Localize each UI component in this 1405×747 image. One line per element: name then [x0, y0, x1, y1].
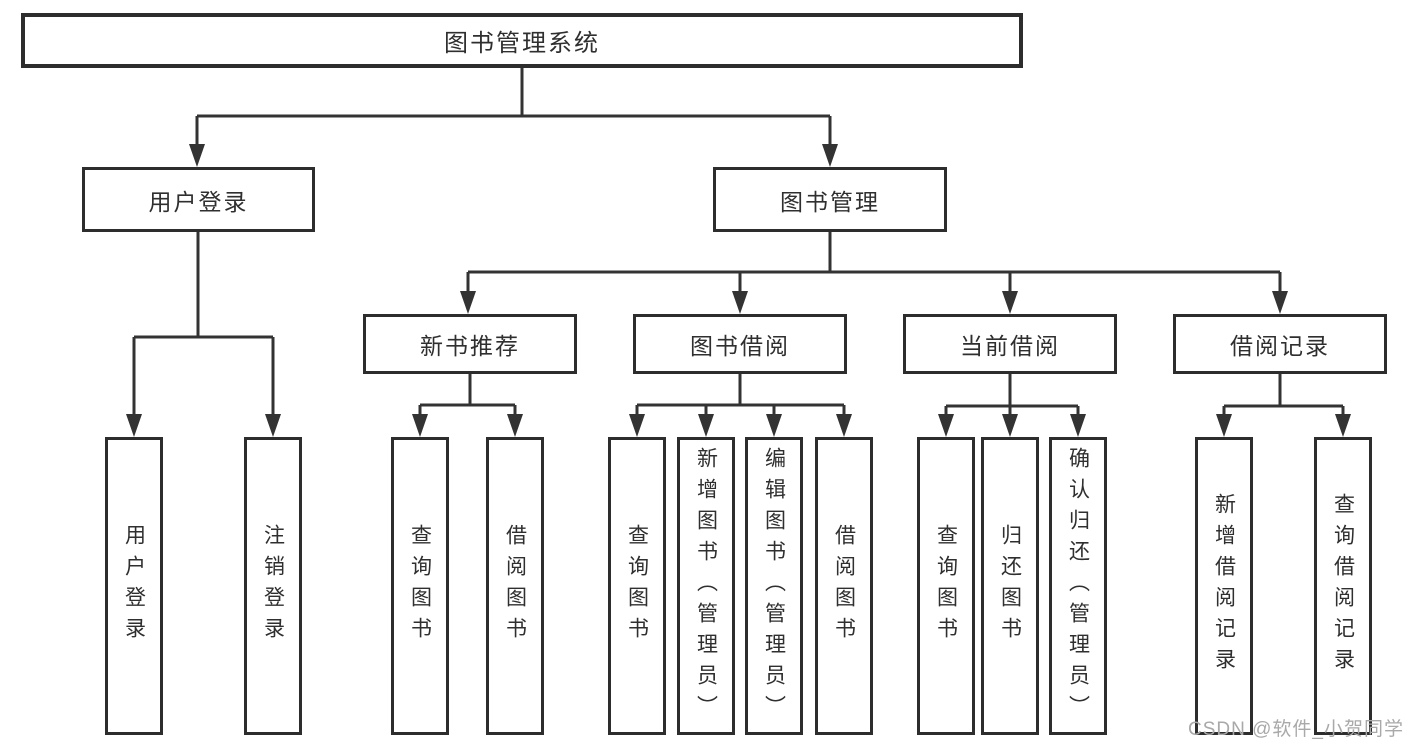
arrow-down-icon [1002, 291, 1018, 314]
arrow-down-icon [1272, 291, 1288, 314]
arrow-down-icon [265, 414, 281, 437]
leaf-label: 借阅图书 [503, 524, 527, 648]
node-book-borrow: 图书借阅 [633, 314, 847, 374]
leaf-label: 编辑图书（管理员） [762, 446, 786, 726]
node-current-borrow: 当前借阅 [903, 314, 1117, 374]
arrow-down-icon [507, 414, 523, 437]
leaf-user-login: 用户登录 [105, 437, 163, 735]
arrow-down-icon [822, 144, 838, 167]
arrow-down-icon [460, 291, 476, 314]
leaf-borrow-books-recommend: 借阅图书 [486, 437, 544, 735]
arrow-down-icon [938, 414, 954, 437]
leaf-query-books-recommend: 查询图书 [391, 437, 449, 735]
arrowheads [126, 144, 1351, 437]
node-new-book-recommend: 新书推荐 [363, 314, 577, 374]
leaf-add-borrow-record: 新增借阅记录 [1195, 437, 1253, 735]
arrow-down-icon [1070, 414, 1086, 437]
arrow-down-icon [189, 144, 205, 167]
leaf-label: 查询借阅记录 [1331, 493, 1355, 679]
arrow-down-icon [412, 414, 428, 437]
node-borrow-records: 借阅记录 [1173, 314, 1387, 374]
arrow-down-icon [698, 414, 714, 437]
leaf-label: 注销登录 [261, 524, 285, 648]
arrow-down-icon [732, 291, 748, 314]
leaf-label: 查询图书 [934, 524, 958, 648]
leaf-label: 查询图书 [408, 524, 432, 648]
leaf-logout: 注销登录 [244, 437, 302, 735]
arrow-down-icon [836, 414, 852, 437]
leaf-confirm-return-admin: 确认归还（管理员） [1049, 437, 1107, 735]
leaf-label: 查询图书 [625, 524, 649, 648]
leaf-label: 用户登录 [122, 524, 146, 648]
leaf-add-book-admin: 新增图书（管理员） [677, 437, 735, 735]
leaf-borrow-books: 借阅图书 [815, 437, 873, 735]
arrow-down-icon [1216, 414, 1232, 437]
arrow-down-icon [1002, 414, 1018, 437]
leaf-label: 新增图书（管理员） [694, 446, 718, 726]
leaf-label: 归还图书 [998, 524, 1022, 648]
leaf-label: 新增借阅记录 [1212, 493, 1236, 679]
arrow-down-icon [1335, 414, 1351, 437]
arrow-down-icon [629, 414, 645, 437]
leaf-label: 借阅图书 [832, 524, 856, 648]
node-user-login: 用户登录 [82, 167, 315, 232]
leaf-label: 确认归还（管理员） [1066, 446, 1090, 726]
leaf-return-book: 归还图书 [981, 437, 1039, 735]
node-book-management: 图书管理 [713, 167, 947, 232]
leaf-query-books-borrow: 查询图书 [608, 437, 666, 735]
leaf-query-borrow-record: 查询借阅记录 [1314, 437, 1372, 735]
arrow-down-icon [126, 414, 142, 437]
leaf-query-books-current: 查询图书 [917, 437, 975, 735]
node-root: 图书管理系统 [21, 13, 1023, 68]
leaf-edit-book-admin: 编辑图书（管理员） [745, 437, 803, 735]
csdn-watermark: CSDN @软件_小贺同学 [1188, 719, 1404, 740]
arrow-down-icon [766, 414, 782, 437]
